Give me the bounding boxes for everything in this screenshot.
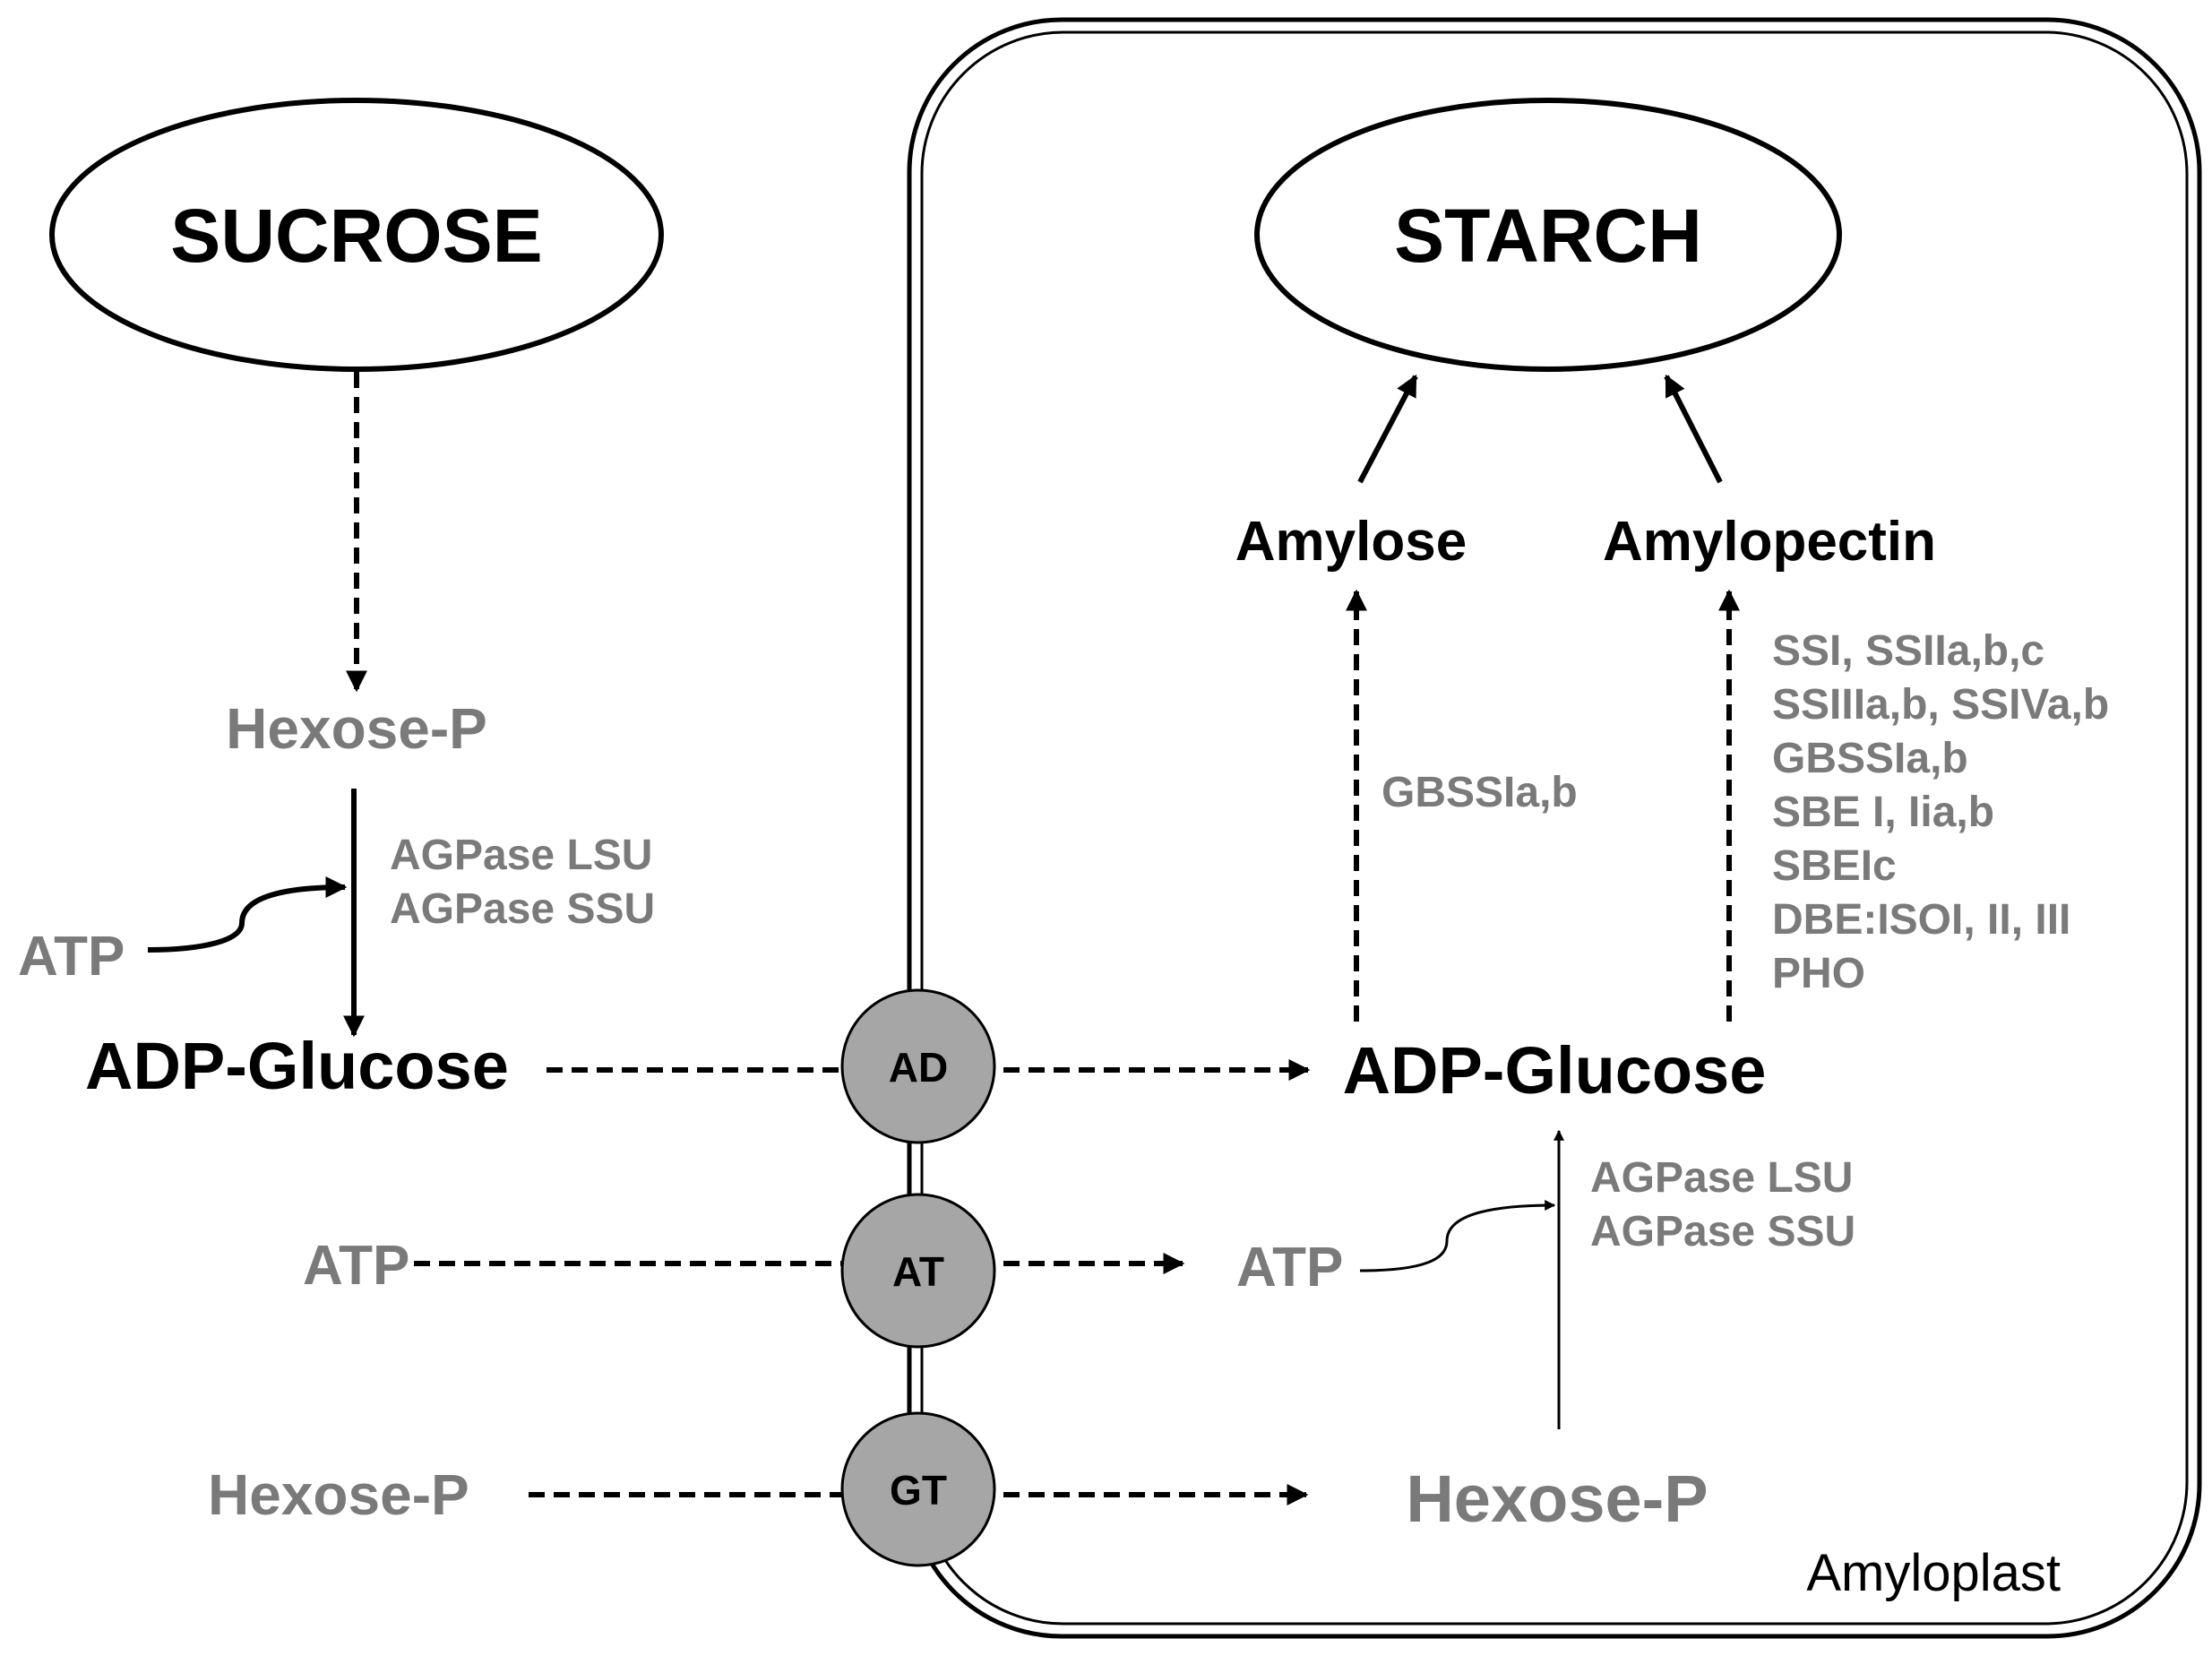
transporter-at-circle xyxy=(840,1193,996,1349)
amylopectin-enzyme-list: SSI, SSIIa,b,c SSIIIa,b, SSIVa,b GBSSIa,… xyxy=(1772,627,2109,997)
amyloplast-membrane-outer xyxy=(907,17,2202,1639)
amyloplast-membrane-inner xyxy=(920,30,2189,1626)
sucrose-label: SUCROSE xyxy=(170,194,542,278)
plastid-hexose-p-label: Hexose-P xyxy=(1406,1462,1708,1536)
enzyme-item: SSI, SSIIa,b,c xyxy=(1772,627,2044,675)
plastid-agpase-lsu-label: AGPase LSU xyxy=(1590,1154,1853,1202)
sucrose-oval xyxy=(49,98,664,372)
hexose-p-in-label: Hexose-P xyxy=(208,1462,469,1527)
plastid-adp-glucose-label: ADP-Glucose xyxy=(1343,1033,1767,1108)
amylopectin-to-starch-arrow xyxy=(1664,374,1723,484)
transporter-gt: GT xyxy=(840,1411,996,1567)
transporter-at-label: AT xyxy=(892,1248,944,1295)
starch-oval xyxy=(1254,98,1842,372)
transporter-ad-label: AD xyxy=(889,1044,948,1091)
starch-label: STARCH xyxy=(1394,194,1702,278)
amylose-label: Amylose xyxy=(1235,511,1467,573)
agpase-ssu-label: AGPase SSU xyxy=(390,885,655,933)
enzyme-item: SSIIIa,b, SSIVa,b xyxy=(1772,681,2109,729)
atp-in-label: ATP xyxy=(303,1235,409,1297)
transporter-gt-label: GT xyxy=(890,1467,947,1514)
amylopectin-label: Amylopectin xyxy=(1603,511,1936,573)
enzyme-item: DBE:ISOI, II, III xyxy=(1772,896,2070,944)
atp-label: ATP xyxy=(18,926,125,988)
plastid-atp-label: ATP xyxy=(1236,1237,1343,1298)
plastid-agpase-ssu-label: AGPase SSU xyxy=(1590,1208,1855,1255)
hexose-p-label: Hexose-P xyxy=(226,696,487,761)
atp-cytosol-curve xyxy=(147,876,348,953)
atp-plastid-curve xyxy=(1359,1200,1556,1272)
enzyme-item: SBEIc xyxy=(1772,842,1897,890)
enzyme-item: GBSSIa,b xyxy=(1772,735,1968,782)
enzyme-item: SBE I, Iia,b xyxy=(1772,789,1994,836)
amyloplast-label: Amyloplast xyxy=(1806,1544,2061,1602)
enzyme-item: PHO xyxy=(1772,950,1865,997)
transporter-ad-circle xyxy=(840,988,996,1144)
agpase-lsu-label: AGPase LSU xyxy=(390,832,652,879)
transporter-at: AT xyxy=(840,1193,996,1349)
transporter-ad: AD xyxy=(840,988,996,1144)
amylose-to-starch-arrow xyxy=(1357,374,1418,484)
transporter-gt-circle xyxy=(840,1411,996,1567)
adp-glucose-label: ADP-Glucose xyxy=(85,1029,509,1103)
gbss-amylose-label: GBSSIa,b xyxy=(1381,769,1578,816)
